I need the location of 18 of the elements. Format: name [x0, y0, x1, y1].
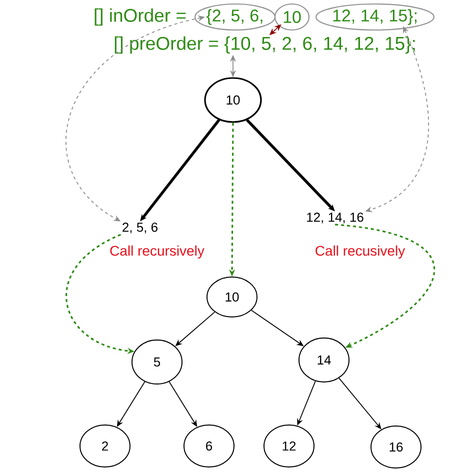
tree-node: 16 — [370, 426, 422, 468]
recursion-note: Call recusively — [316, 245, 406, 259]
subarray-text: 12, 14, 16 — [307, 212, 364, 224]
recursion-note: Call recursively — [110, 245, 204, 259]
tree-node: 2 — [80, 424, 130, 468]
highlight-oval: 10 — [274, 3, 310, 31]
highlight-oval: 12, 14, 15}; — [315, 3, 435, 31]
tree-node: 5 — [132, 340, 182, 384]
arrow — [334, 224, 436, 348]
tree-node: 12 — [264, 424, 314, 468]
tree-node: 6 — [184, 424, 234, 468]
subarray-text: 2, 5, 6 — [122, 222, 158, 234]
code-text: [] inOrder = — [94, 8, 186, 26]
tree-node: 10 — [204, 77, 262, 123]
code-text: [] preOrder = {10, 5, 2, 6, 14, 12, 15}; — [114, 36, 415, 54]
highlight-oval: {2, 5, 6, — [194, 3, 276, 31]
tree-node: 10 — [206, 276, 258, 318]
tree-node: 14 — [298, 338, 350, 382]
